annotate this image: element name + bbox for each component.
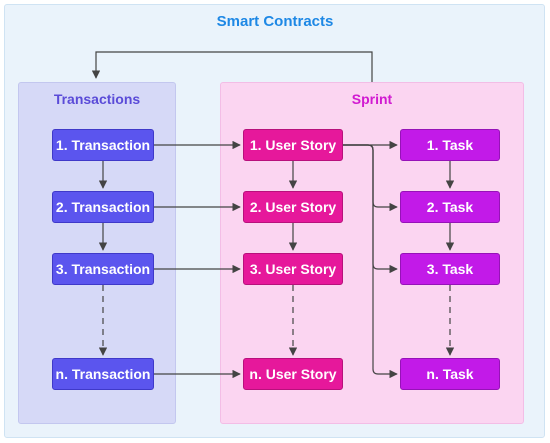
transactions-group-title: Transactions: [53, 91, 141, 107]
task-node-2[interactable]: 2. Task: [400, 191, 500, 223]
edge-us1-task2: [343, 144, 398, 212]
transaction-node-n[interactable]: n. Transaction: [52, 358, 154, 390]
user-story-node-2[interactable]: 2. User Story: [243, 191, 343, 223]
transaction-node-3[interactable]: 3. Transaction: [52, 253, 154, 285]
edge-us1-taskn: [343, 144, 398, 379]
transaction-node-1[interactable]: 1. Transaction: [52, 129, 154, 161]
user-story-node-1[interactable]: 1. User Story: [243, 129, 343, 161]
task-node-n[interactable]: n. Task: [400, 358, 500, 390]
diagram-title: Smart Contracts: [216, 13, 334, 30]
task-node-1[interactable]: 1. Task: [400, 129, 500, 161]
task-node-3[interactable]: 3. Task: [400, 253, 500, 285]
edge-sprint-to-transactions: [91, 51, 373, 82]
sprint-group-title: Sprint: [351, 91, 393, 107]
user-story-node-n[interactable]: n. User Story: [243, 358, 343, 390]
user-story-node-3[interactable]: 3. User Story: [243, 253, 343, 285]
transaction-node-2[interactable]: 2. Transaction: [52, 191, 154, 223]
